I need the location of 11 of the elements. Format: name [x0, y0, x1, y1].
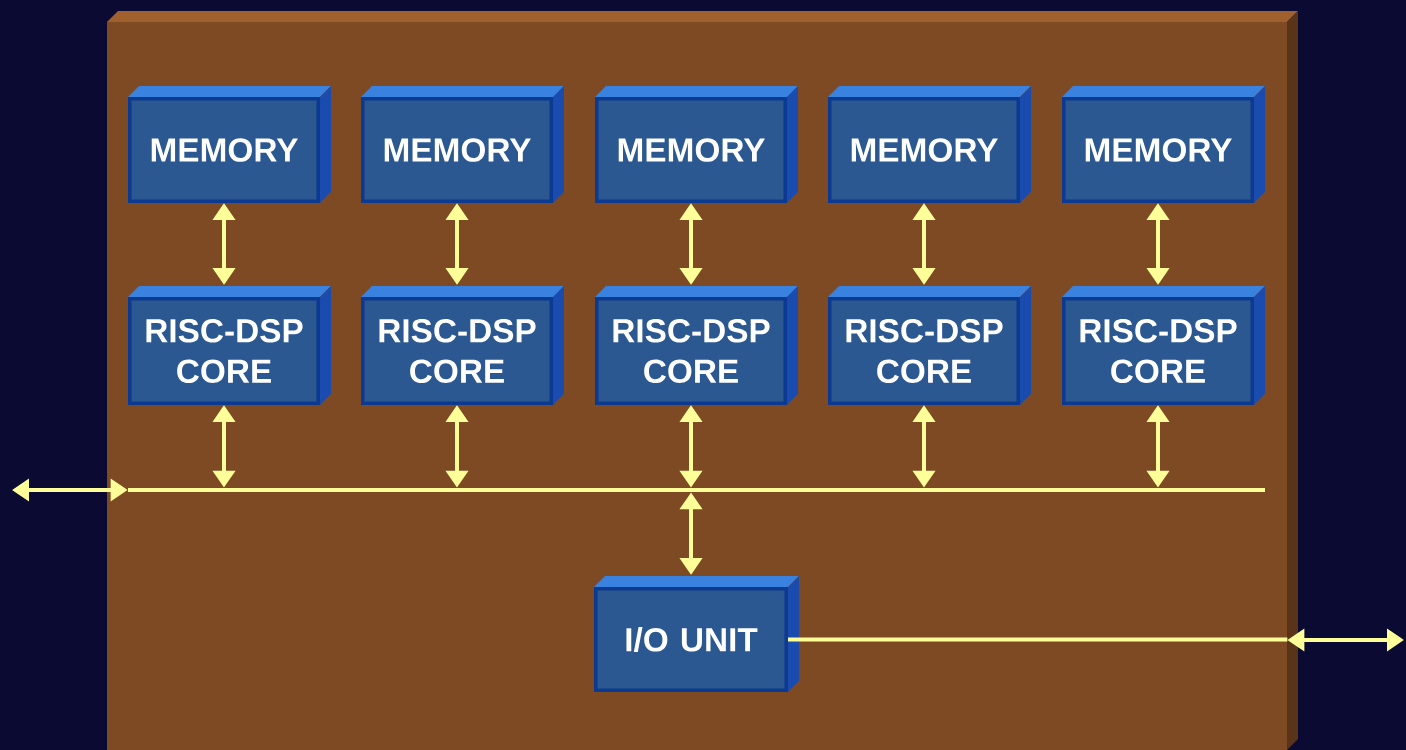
unit-box: MEMORY	[1062, 86, 1265, 203]
unit-box: MEMORY	[828, 86, 1031, 203]
unit-box: RISC-DSP CORE	[595, 286, 798, 405]
unit-box: RISC-DSP CORE	[1062, 286, 1265, 405]
unit-box: I/O UNIT	[594, 576, 799, 692]
unit-box: RISC-DSP CORE	[361, 286, 564, 405]
unit-box: MEMORY	[361, 86, 564, 203]
unit-box: MEMORY	[128, 86, 331, 203]
unit-box: RISC-DSP CORE	[128, 286, 331, 405]
unit-box: RISC-DSP CORE	[828, 286, 1031, 405]
unit-box: MEMORY	[595, 86, 798, 203]
